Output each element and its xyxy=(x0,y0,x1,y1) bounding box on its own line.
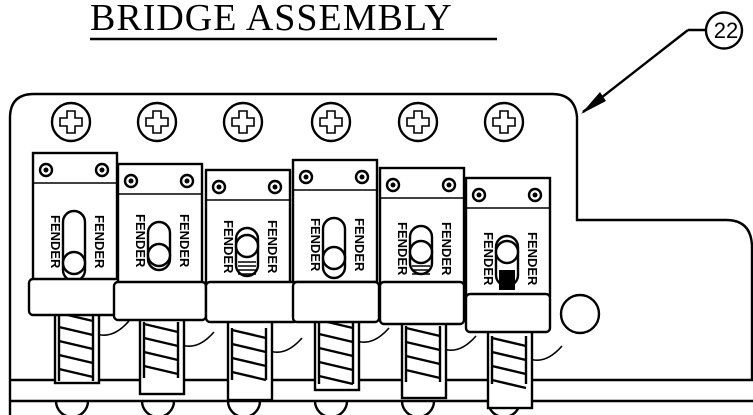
string-holes xyxy=(54,400,522,415)
mounting-screw-3 xyxy=(222,101,264,143)
string-hole-5 xyxy=(400,400,436,415)
saddle-6-stamp-right: FENDER xyxy=(525,232,540,286)
saddle-5-stamp-left: FENDER xyxy=(395,222,410,276)
saddle-5-spring xyxy=(400,316,448,400)
saddle-3-base xyxy=(204,280,300,324)
callout-number: 22 xyxy=(714,18,738,43)
saddle-6-stamp-left: FENDER xyxy=(481,232,496,286)
saddle-5-string-roller xyxy=(408,239,434,265)
saddle-4-spring xyxy=(313,308,361,392)
baseplate-hole xyxy=(559,293,601,335)
mounting-screw-4 xyxy=(310,101,352,143)
mounting-screw-2 xyxy=(136,101,178,143)
saddle-1-stamp-left: FENDER xyxy=(48,215,63,269)
saddle-1-string-roller xyxy=(61,250,87,276)
mounting-screws xyxy=(50,101,525,143)
mounting-screw-5 xyxy=(397,101,439,143)
callout-balloon: 22 xyxy=(581,11,744,114)
saddle-3-stamp-right: FENDER xyxy=(265,220,280,274)
saddle-3: FENDER FENDER xyxy=(204,168,303,402)
saddle-2-stamp-right: FENDER xyxy=(177,214,192,268)
saddle-5-stamp-right: FENDER xyxy=(439,222,454,276)
saddle-6-base xyxy=(464,292,552,334)
saddle-2: FENDER FENDER xyxy=(112,162,215,396)
saddle-1-stamp-right: FENDER xyxy=(92,215,107,269)
saddle-6: FENDER FENDER xyxy=(464,176,563,410)
saddle-2-stamp-left: FENDER xyxy=(133,214,148,268)
saddle-6-intonation-thread xyxy=(499,270,515,290)
mounting-screw-6 xyxy=(483,101,525,143)
saddle-5: FENDER FENDER xyxy=(378,166,477,400)
string-hole-2 xyxy=(140,400,176,415)
saddle-2-string-roller xyxy=(146,242,172,268)
callout-circle xyxy=(704,11,744,50)
saddle-3-intonation-thread xyxy=(238,261,256,275)
callout-arrowhead xyxy=(581,92,606,114)
saddle-3-string-roller xyxy=(234,233,260,259)
saddle-4-base xyxy=(291,280,381,324)
saddle-5-intonation-thread xyxy=(412,265,430,275)
bridge-baseplate xyxy=(8,92,753,415)
string-hole-1 xyxy=(54,400,90,415)
saddle-3-spring xyxy=(226,318,274,402)
saddle-6-string-roller xyxy=(494,239,520,265)
saddle-4-stamp-right: FENDER xyxy=(352,218,367,272)
string-hole-3 xyxy=(226,400,262,415)
saddle-3-stamp-left: FENDER xyxy=(221,220,236,274)
saddle-6-spring xyxy=(486,326,534,410)
saddle-1: FENDER FENDER xyxy=(27,151,130,385)
drawing-title: BRIDGE ASSEMBLY xyxy=(90,0,453,39)
mounting-screw-1 xyxy=(50,101,92,143)
saddle-2-base xyxy=(112,280,208,322)
saddle-2-spring xyxy=(138,312,186,396)
saddle-4-stamp-left: FENDER xyxy=(308,218,323,272)
saddle-4: FENDER FENDER xyxy=(291,158,390,392)
saddle-4-string-roller xyxy=(321,245,347,271)
saddle-5-base xyxy=(378,280,466,326)
saddle-1-spring xyxy=(53,301,101,385)
string-hole-4 xyxy=(313,400,349,415)
saddle-1-base xyxy=(27,277,123,317)
saddles: FENDER FENDER FENDER FENDER xyxy=(27,151,563,410)
